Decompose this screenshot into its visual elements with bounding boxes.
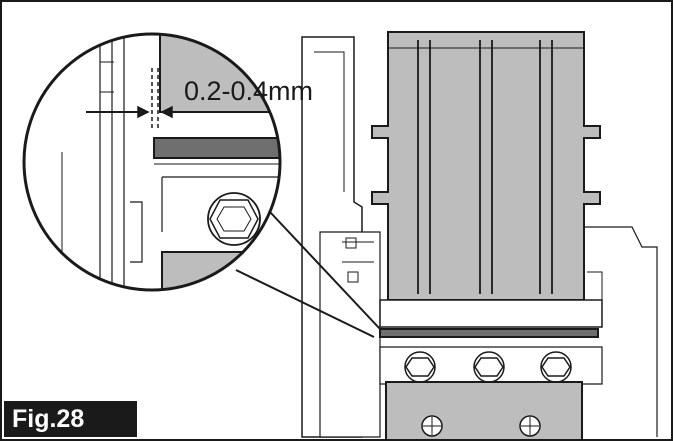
hex-screw-1 bbox=[404, 351, 436, 383]
lower-frame bbox=[379, 299, 603, 328]
background-frame-edge bbox=[314, 51, 345, 192]
base-block bbox=[385, 381, 583, 439]
cap-block bbox=[371, 31, 601, 301]
side-plate bbox=[319, 231, 381, 438]
dimension-label: 0.2-0.4mm bbox=[184, 76, 314, 106]
figure-label: Fig.28 bbox=[4, 401, 137, 437]
mechanism-assembly bbox=[301, 31, 658, 439]
hex-screw-3 bbox=[540, 351, 572, 383]
right-bracket bbox=[572, 226, 658, 437]
base-screws bbox=[421, 415, 541, 437]
detail-view bbox=[22, 32, 282, 292]
cap-grooves bbox=[417, 40, 553, 294]
gap-strip bbox=[379, 328, 599, 338]
magnifier-leader bbox=[235, 211, 381, 338]
gap-dimension bbox=[86, 68, 184, 130]
hex-screw-2 bbox=[473, 351, 505, 383]
